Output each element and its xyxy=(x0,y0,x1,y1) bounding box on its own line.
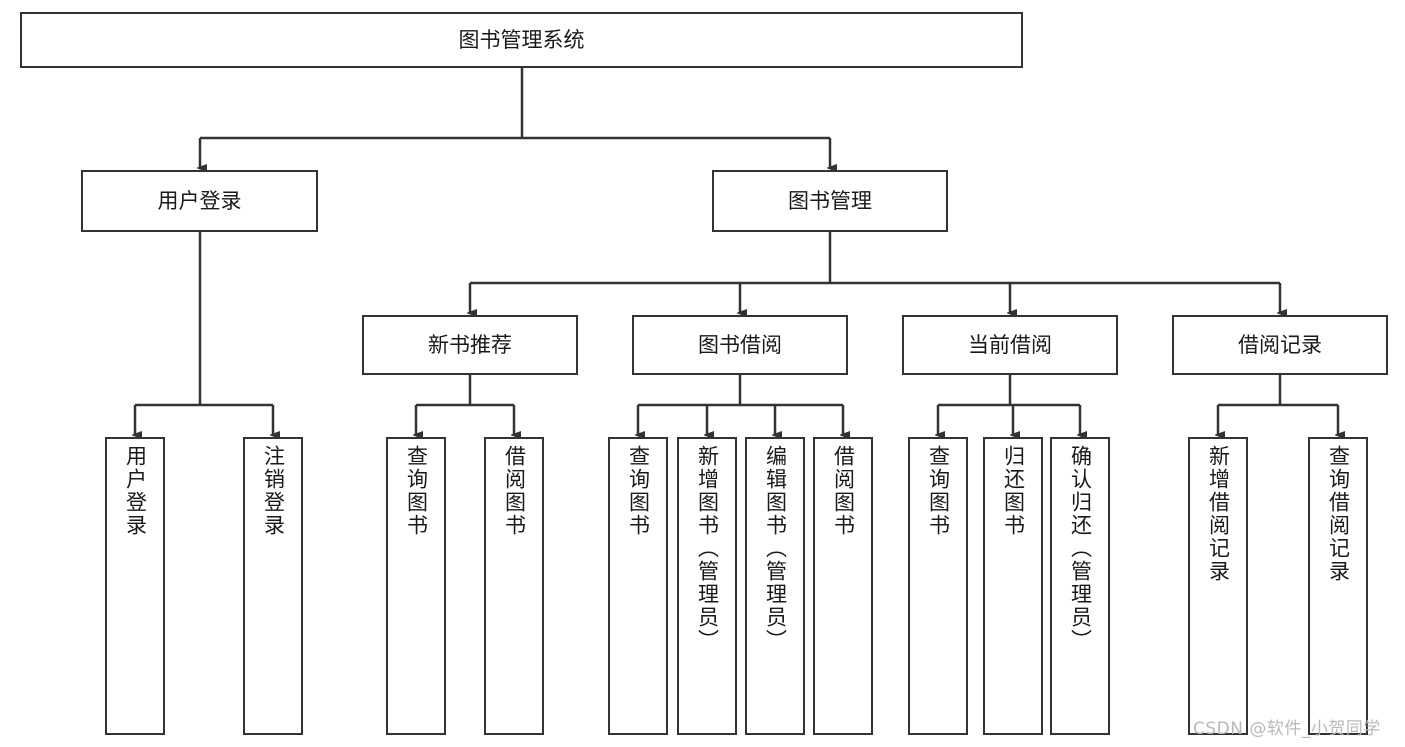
node-leaf-query-book-1[interactable]: 查询图书 xyxy=(386,437,446,735)
node-leaf-query-record[interactable]: 查询借阅记录 xyxy=(1308,437,1368,735)
node-book-borrow[interactable]: 图书借阅 xyxy=(632,315,848,375)
node-leaf-query-book-3[interactable]: 查询图书 xyxy=(908,437,968,735)
node-label: 借阅图书 xyxy=(831,445,856,537)
node-borrow-record[interactable]: 借阅记录 xyxy=(1172,315,1388,375)
node-label: 图书管理 xyxy=(788,188,872,213)
node-leaf-confirm-return[interactable]: 确认归还（管理员） xyxy=(1050,437,1110,735)
node-book-manage[interactable]: 图书管理 xyxy=(712,170,948,232)
node-leaf-add-record[interactable]: 新增借阅记录 xyxy=(1188,437,1248,735)
node-root[interactable]: 图书管理系统 xyxy=(20,12,1023,68)
node-label: 注销登录 xyxy=(261,445,286,537)
node-label: 确认归还（管理员） xyxy=(1068,445,1093,652)
node-label: 借阅图书 xyxy=(502,445,527,537)
node-leaf-borrow-book-1[interactable]: 借阅图书 xyxy=(484,437,544,735)
node-leaf-edit-book[interactable]: 编辑图书（管理员） xyxy=(745,437,805,735)
node-label: 查询图书 xyxy=(404,445,429,537)
node-label: 编辑图书（管理员） xyxy=(763,445,788,652)
watermark-text: CSDN @软件_小贺同学 xyxy=(1193,719,1381,739)
node-label: 当前借阅 xyxy=(968,332,1052,357)
node-leaf-return-book[interactable]: 归还图书 xyxy=(983,437,1043,735)
node-new-book-rec[interactable]: 新书推荐 xyxy=(362,315,578,375)
node-label: 图书管理系统 xyxy=(458,27,585,52)
node-label: 用户登录 xyxy=(157,188,242,213)
node-label: 查询图书 xyxy=(926,445,951,537)
node-label: 新增图书（管理员） xyxy=(695,445,720,652)
node-leaf-logout[interactable]: 注销登录 xyxy=(243,437,303,735)
node-leaf-user-login[interactable]: 用户登录 xyxy=(105,437,165,735)
node-user-login[interactable]: 用户登录 xyxy=(81,170,318,232)
node-label: 图书借阅 xyxy=(698,332,782,357)
node-label: 查询图书 xyxy=(626,445,651,537)
node-leaf-query-book-2[interactable]: 查询图书 xyxy=(608,437,668,735)
node-label: 新增借阅记录 xyxy=(1206,445,1231,583)
node-leaf-add-book[interactable]: 新增图书（管理员） xyxy=(677,437,737,735)
node-label: 新书推荐 xyxy=(428,332,512,357)
node-leaf-borrow-book-2[interactable]: 借阅图书 xyxy=(813,437,873,735)
node-label: 查询借阅记录 xyxy=(1326,445,1351,583)
node-label: 借阅记录 xyxy=(1238,332,1322,357)
node-label: 归还图书 xyxy=(1001,445,1026,537)
node-label: 用户登录 xyxy=(123,445,148,537)
node-current-borrow[interactable]: 当前借阅 xyxy=(902,315,1118,375)
